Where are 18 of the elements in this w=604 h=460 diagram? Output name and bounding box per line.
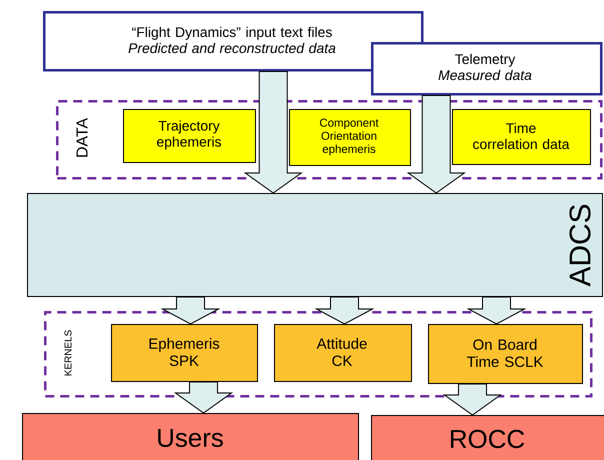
kernel-box: Ephemeris SPK [111,324,258,382]
system-box: ADCS [27,192,603,297]
kernel-box: On Board Time SCLK [428,324,583,384]
output-box: ROCC [371,414,604,460]
data-box: Trajectory ephemeris [123,108,256,163]
block-arrow [466,296,526,325]
input-box: Telemetry Measured data [371,42,602,96]
block-arrow [174,382,234,414]
block-arrow [442,383,502,416]
block-arrow [314,296,374,325]
data-box: Time correlation data [452,108,591,165]
block-arrow [160,296,220,325]
output-box: Users [22,412,359,460]
block-arrow [244,70,303,194]
data-box: Component Orientation ephemeris [289,108,411,166]
kernel-box: Attitude CK [274,324,412,382]
input-box: “Flight Dynamics” input text files Predicted and reconstructed data [43,11,424,72]
block-arrow [406,94,466,194]
